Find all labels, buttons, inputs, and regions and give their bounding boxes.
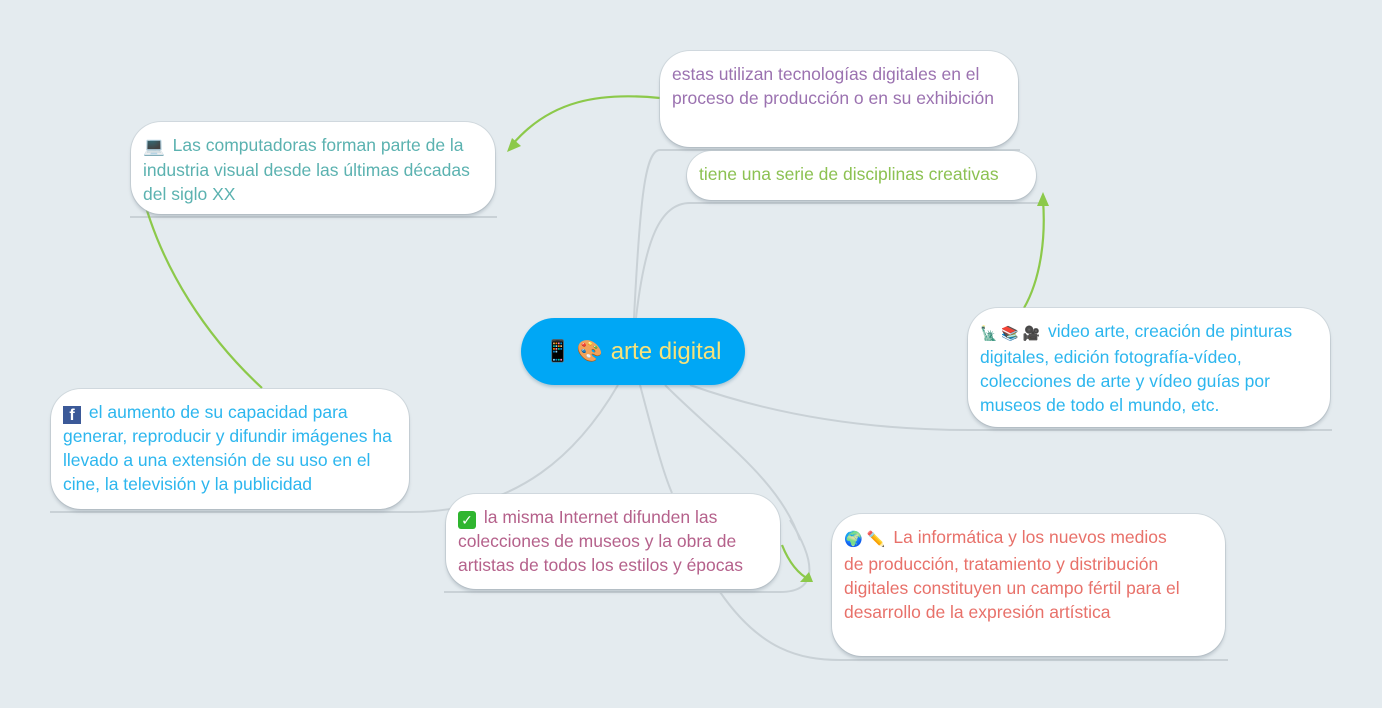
topic-internet[interactable]: ✓ la misma Internet difunden las colecci… xyxy=(446,494,780,589)
topic-video-arte[interactable]: 🗽 📚 🎥 video arte, creación de pinturas d… xyxy=(968,308,1330,427)
topic-text: video arte, creación de pinturas digital… xyxy=(980,321,1293,415)
topic-tecnologias[interactable]: estas utilizan tecnologías digitales en … xyxy=(660,51,1018,147)
topic-computadoras[interactable]: 💻 Las computadoras forman parte de la in… xyxy=(131,122,495,214)
check-mark-icon: ✓ xyxy=(458,511,476,529)
laptop-icon: 💻 xyxy=(143,136,165,156)
topic-text: estas utilizan tecnologías digitales en … xyxy=(672,64,995,108)
topic-informatica[interactable]: 🌍 ✏️ La informática y los nuevos medios … xyxy=(832,514,1225,656)
globe-pencil-icons: 🌍 ✏️ xyxy=(844,531,886,548)
topic-disciplinas[interactable]: tiene una serie de disciplinas creativas xyxy=(687,151,1036,200)
topic-text: el aumento de su capacidad para generar,… xyxy=(63,402,392,494)
central-topic-label: arte digital xyxy=(610,337,722,365)
central-topic[interactable]: 📱 🎨 arte digital xyxy=(521,318,745,385)
facebook-icon: f xyxy=(63,406,81,424)
statue-books-camera-icons: 🗽 📚 🎥 xyxy=(980,325,1041,341)
topic-text: tiene una serie de disciplinas creativas xyxy=(699,164,999,184)
topic-text: Las computadoras forman parte de la indu… xyxy=(143,135,470,204)
topic-text: La informática y los nuevos medios de pr… xyxy=(844,527,1180,622)
mobile-phone-and-palette-icon: 📱 🎨 xyxy=(544,339,603,363)
topic-capacidad[interactable]: f el aumento de su capacidad para genera… xyxy=(51,389,409,509)
topic-text: la misma Internet difunden las coleccion… xyxy=(458,507,744,575)
